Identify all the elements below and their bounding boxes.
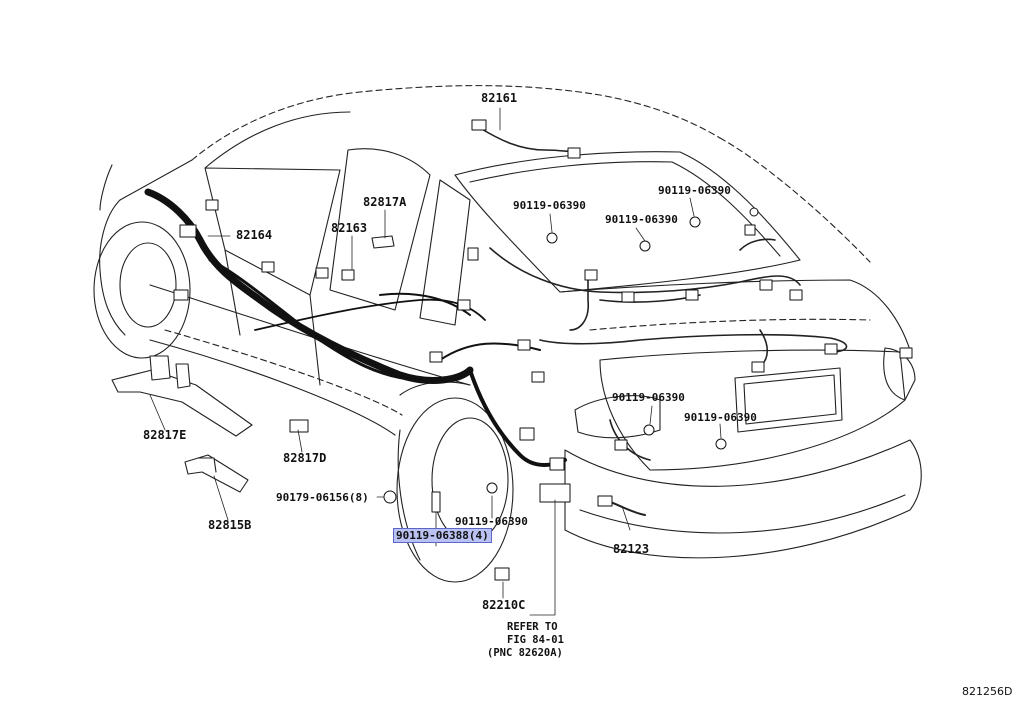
- label-82161: 82161: [481, 91, 518, 105]
- car-body: [99, 85, 922, 559]
- label-90119-06390-a: 90119-06390: [513, 199, 586, 212]
- label-82817D: 82817D: [283, 451, 327, 465]
- front-wheel: [93, 221, 191, 359]
- refer-note-line2: FIG 84-01: [507, 634, 564, 646]
- bracket-82817E: [111, 355, 253, 437]
- clip-82817A: [371, 235, 395, 249]
- label-90119-06390-f: 90119-06390: [684, 411, 757, 424]
- label-90179-06156: 90179-06156(8): [276, 491, 369, 504]
- label-82815B: 82815B: [208, 518, 252, 532]
- label-82210C: 82210C: [482, 598, 526, 612]
- label-90119-06390-e: 90119-06390: [612, 391, 685, 404]
- label-82163: 82163: [331, 221, 368, 235]
- connectors: [173, 119, 913, 581]
- rear-wheel: [396, 397, 514, 583]
- label-82123: 82123: [613, 542, 650, 556]
- label-82817A: 82817A: [363, 195, 407, 209]
- bolts: [383, 207, 759, 513]
- refer-note-line3: (PNC 82620A): [487, 647, 563, 659]
- label-82817E: 82817E: [143, 428, 187, 442]
- label-90119-06388-highlighted[interactable]: 90119-06388(4): [393, 528, 492, 543]
- refer-note-line1: REFER TO: [507, 621, 558, 633]
- label-82164: 82164: [236, 228, 273, 242]
- figure-code: 821256D: [962, 685, 1013, 698]
- label-90119-06390-b: 90119-06390: [605, 213, 678, 226]
- label-90119-06390-d: 90119-06390: [455, 515, 528, 528]
- label-90119-06390-c: 90119-06390: [658, 184, 731, 197]
- bracket-82815B: [184, 454, 249, 493]
